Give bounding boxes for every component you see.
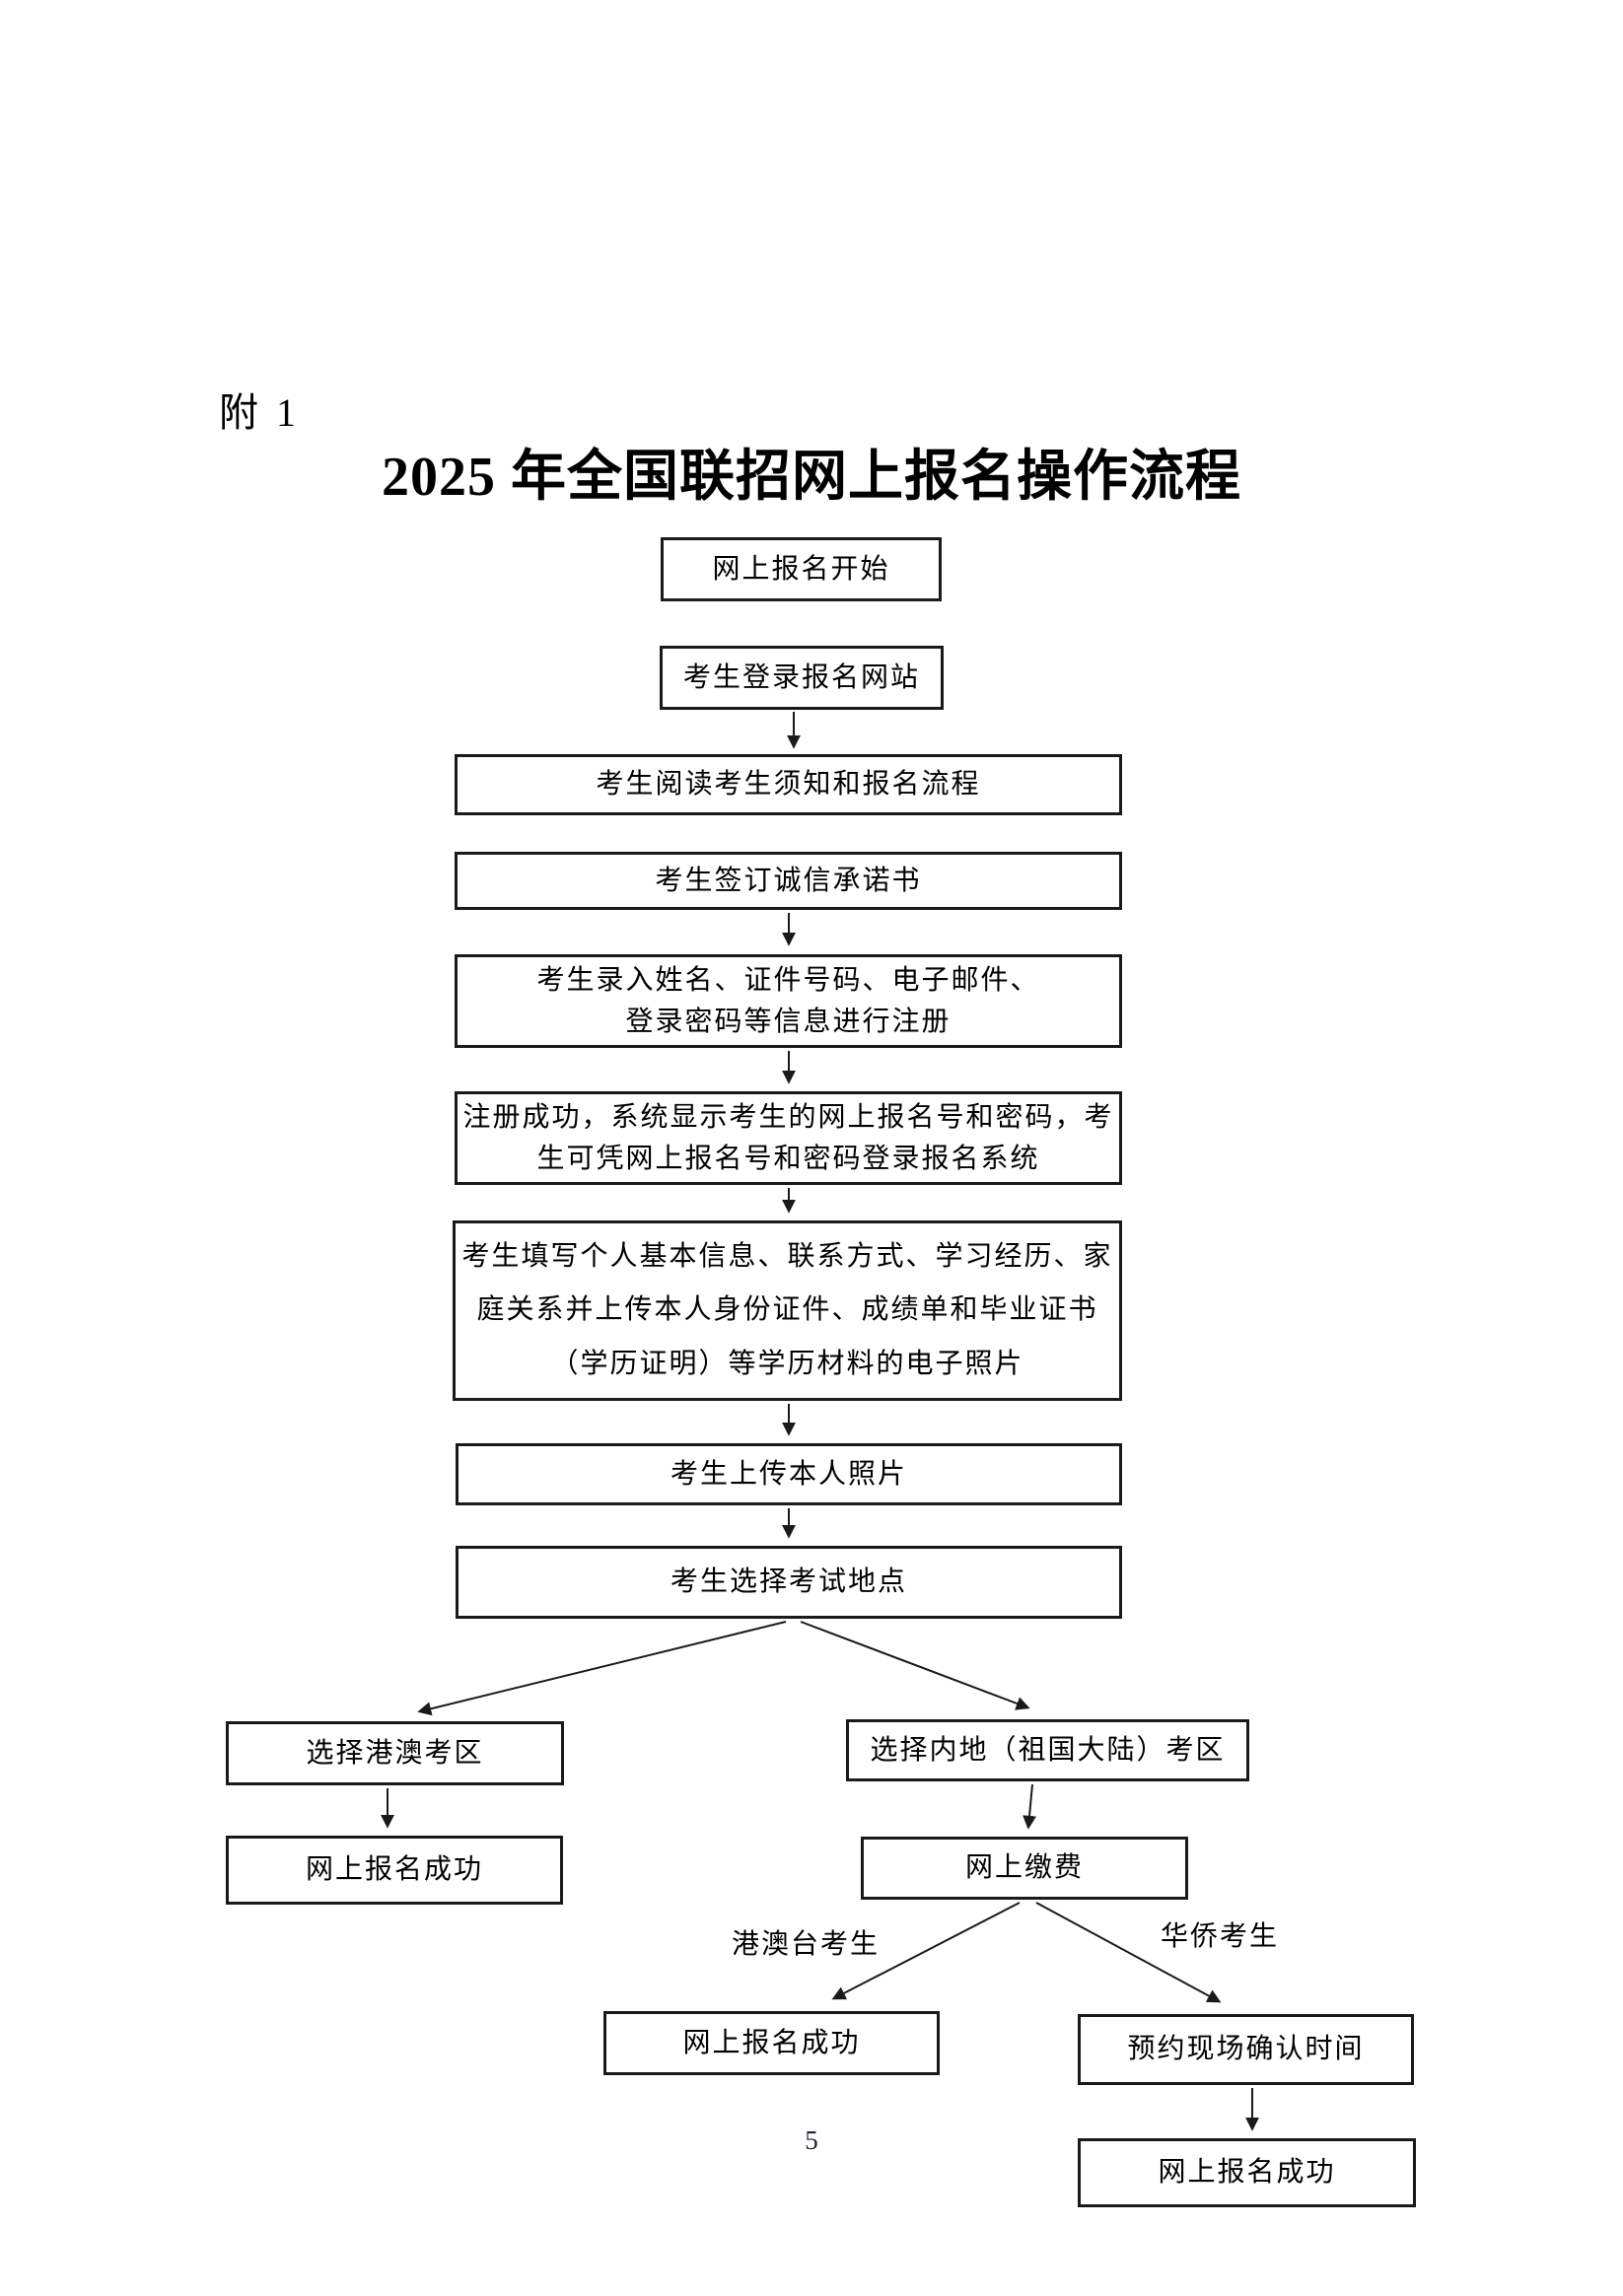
flow-box-appointment-label: 预约现场确认时间: [1127, 2034, 1365, 2064]
branch-label-overseas-chinese: 华侨考生: [1161, 1921, 1280, 1952]
flow-box-choose-location-label: 考生选择考试地点: [670, 1566, 907, 1597]
page-title: 2025 年全国联招网上报名操作流程: [382, 447, 1241, 508]
flow-box-start-label: 网上报名开始: [712, 553, 890, 585]
flow-box-hmt-success-label: 网上报名成功: [682, 2027, 861, 2058]
flow-box-choose-location: 考生选择考试地点: [456, 1546, 1122, 1619]
flow-box-mainland-area-label: 选择内地（祖国大陆）考区: [870, 1734, 1226, 1766]
flow-box-hk-macau-area: 选择港澳考区: [226, 1721, 564, 1785]
flow-box-sign-label: 考生签订诚信承诺书: [655, 865, 922, 896]
flow-box-final-success: 网上报名成功: [1078, 2138, 1416, 2207]
flow-box-hk-success: 网上报名成功: [226, 1836, 563, 1905]
flow-box-online-payment-label: 网上缴费: [964, 1852, 1084, 1883]
flow-box-sign: 考生签订诚信承诺书: [455, 852, 1122, 910]
branch-label-hk-macau-taiwan: 港澳台考生: [732, 1929, 881, 1960]
page-number: 5: [805, 2125, 818, 2155]
flow-box-upload-photo-label: 考生上传本人照片: [670, 1458, 907, 1490]
flow-box-read-label: 考生阅读考生须知和报名流程: [596, 769, 981, 800]
flow-box-online-payment: 网上缴费: [861, 1837, 1188, 1900]
attachment-label: 附 1: [219, 390, 300, 435]
flow-box-mainland-area: 选择内地（祖国大陆）考区: [846, 1719, 1249, 1781]
flow-box-register-success-label: 注册成功，系统显示考生的网上报名号和密码，考 生可凭网上报名号和密码登录报名系统: [462, 1101, 1114, 1174]
flow-box-fill-info-label: 考生填写个人基本信息、联系方式、学习经历、家 庭关系并上传本人身份证件、成绩单和…: [461, 1240, 1113, 1379]
flow-box-fill-info: 考生填写个人基本信息、联系方式、学习经历、家 庭关系并上传本人身份证件、成绩单和…: [453, 1220, 1122, 1401]
flow-box-hk-success-label: 网上报名成功: [305, 1854, 483, 1885]
flow-box-hk-macau-area-label: 选择港澳考区: [306, 1737, 484, 1769]
flow-box-final-success-label: 网上报名成功: [1158, 2157, 1336, 2188]
flow-box-hmt-success: 网上报名成功: [603, 2011, 940, 2075]
flow-box-upload-photo: 考生上传本人照片: [456, 1443, 1122, 1505]
flow-box-start: 网上报名开始: [661, 537, 942, 601]
flow-box-login: 考生登录报名网站: [660, 646, 944, 710]
flow-box-read: 考生阅读考生须知和报名流程: [455, 754, 1122, 815]
flow-box-register: 考生录入姓名、证件号码、电子邮件、 登录密码等信息进行注册: [455, 954, 1122, 1048]
flow-box-register-label: 考生录入姓名、证件号码、电子邮件、 登录密码等信息进行注册: [536, 964, 1040, 1037]
flow-box-login-label: 考生登录报名网站: [682, 661, 920, 693]
flow-box-register-success: 注册成功，系统显示考生的网上报名号和密码，考 生可凭网上报名号和密码登录报名系统: [455, 1091, 1122, 1185]
flow-box-appointment: 预约现场确认时间: [1078, 2014, 1414, 2085]
